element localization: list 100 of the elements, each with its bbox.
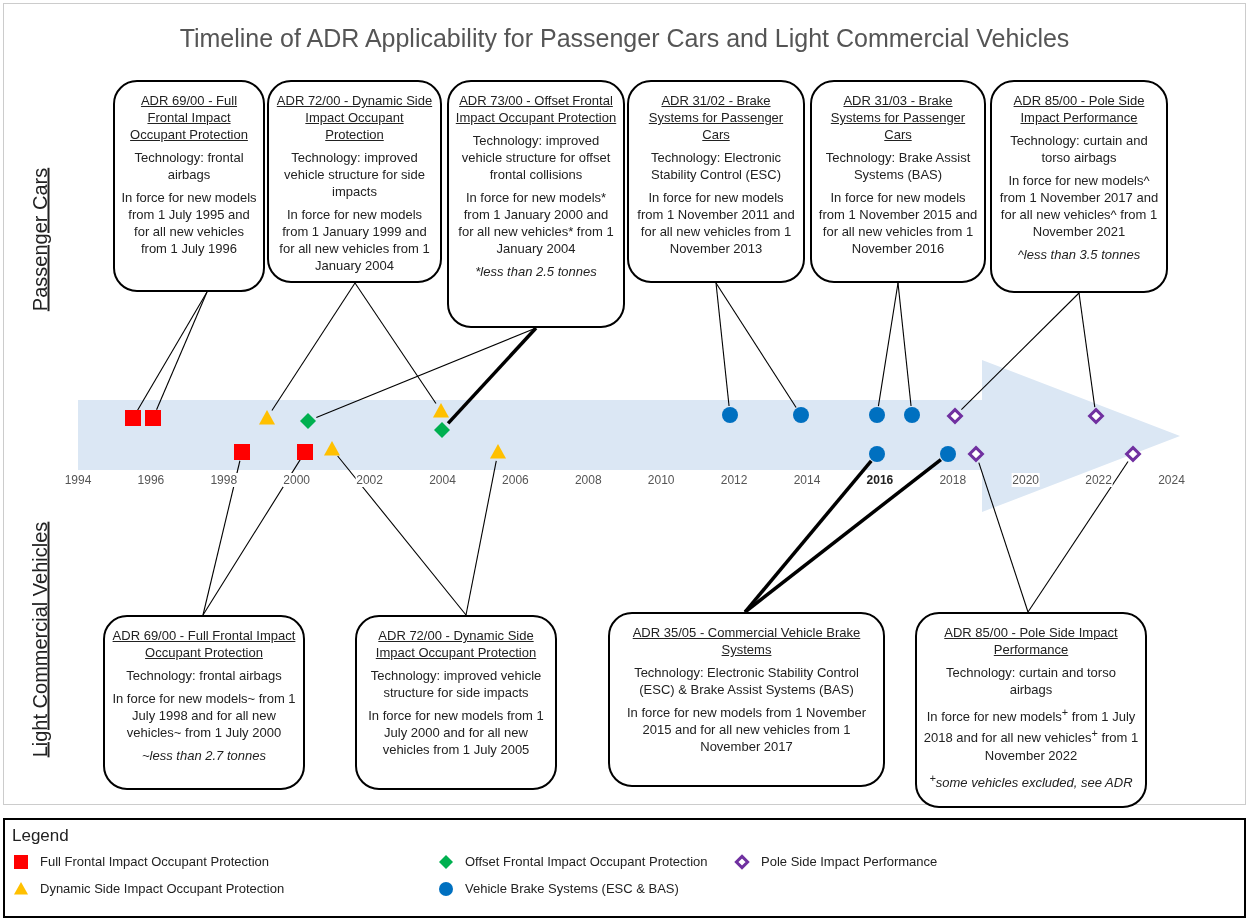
leader-line	[202, 460, 241, 616]
legend-text: Dynamic Side Impact Occupant Protection	[40, 880, 285, 898]
chart-title: Timeline of ADR Applicability for Passenger Cars and Light Commercial Vehicles	[178, 23, 1071, 54]
circle-marker	[940, 446, 956, 462]
legend-text: Offset Frontal Impact Occupant Protection	[465, 853, 708, 871]
rule-callout-box	[627, 80, 805, 283]
technology-text: Technology: Electronic Stability Control (ESC) & Brake Assist Systems (BAS)	[633, 664, 860, 698]
leader-line	[354, 282, 437, 405]
diamond-marker	[946, 407, 964, 425]
year-tick-label: 2004	[428, 473, 457, 487]
rule-callout-box	[447, 80, 625, 328]
year-tick-label: 2016	[865, 473, 895, 487]
footnote-text: $^{+}$some vehicles excluded, see ADR	[928, 770, 1134, 791]
technology-text: Technology: improved vehicle structure for side impacts	[369, 667, 543, 701]
rule-heading: ADR 85/00 - Pole Side Impact Performance	[943, 624, 1119, 658]
leader-line	[465, 460, 497, 616]
rule-heading: ADR 69/00 - Full Frontal Impact Occupant Protection	[129, 92, 249, 143]
technology-text: Technology: Electronic Stability Control (ESC)	[649, 149, 783, 183]
in-force-text: In force for new models$^{+}$ from 1 July 2018 and for all new vehicles$^{+}$ from 1 November 2022	[923, 705, 1139, 764]
rule-callout-box	[267, 80, 442, 283]
square-marker	[234, 444, 250, 460]
leader-line	[1027, 460, 1129, 613]
rule-heading: ADR 85/00 - Pole Side Impact Performance	[1012, 92, 1146, 126]
rule-heading: ADR 72/00 - Dynamic Side Impact Occupant Protection	[275, 92, 434, 143]
square-marker	[125, 410, 141, 426]
diamond-marker	[434, 422, 450, 438]
leader-line	[271, 282, 356, 411]
year-tick-label: 2010	[646, 473, 676, 487]
technology-text: Technology: Brake Assist Systems (BAS)	[824, 149, 972, 183]
year-tick-label: 1998	[209, 473, 239, 487]
rule-heading: ADR 69/00 - Full Frontal Impact Occupant Protection	[111, 627, 297, 661]
in-force-text: In force for new models from 1 July 1995 and for all new vehicles from 1 July 1996	[121, 189, 257, 257]
footnote-text: *less than 2.5 tonnes	[474, 263, 598, 280]
year-tick-label: 2012	[719, 473, 749, 487]
diamond-marker	[967, 445, 985, 463]
triangle-marker	[433, 403, 449, 418]
triangle-marker	[490, 444, 506, 459]
rule-callout-box	[608, 612, 885, 787]
leader-line	[715, 282, 797, 408]
year-tick-label: 2022	[1084, 473, 1113, 487]
square-marker	[297, 444, 313, 460]
square-marker	[145, 410, 161, 426]
year-tick-label: 2002	[355, 473, 384, 487]
leader-line	[877, 282, 899, 407]
in-force-text: In force for new models from 1 July 2000 and for all new vehicles from 1 July 2005	[367, 707, 545, 758]
rule-callout-box	[103, 615, 305, 790]
year-tick-label: 2006	[501, 473, 530, 487]
leader-line	[960, 292, 1080, 411]
leader-line	[137, 291, 208, 411]
diamond-marker	[1087, 407, 1105, 425]
in-force-text: In force for new models from 1 November 2015 and for all new vehicles from 1 November 2016	[818, 189, 978, 257]
leader-line	[202, 459, 301, 616]
leader-line	[446, 326, 538, 425]
leader-line	[1078, 292, 1096, 408]
legend-text: Pole Side Impact Performance	[761, 853, 938, 871]
legend-text: Full Frontal Impact Occupant Protection	[40, 853, 270, 871]
rule-callout-box	[355, 615, 557, 790]
rule-heading: ADR 35/05 - Commercial Vehicle Brake Systems	[631, 624, 862, 658]
triangle-marker	[324, 441, 340, 456]
leader-line	[156, 291, 208, 411]
legend-text: Vehicle Brake Systems (ESC & BAS)	[465, 880, 679, 898]
legend-title: Legend	[12, 826, 69, 846]
year-tick-label: 2000	[282, 473, 312, 487]
in-force-text: In force for new models* from 1 January 2000 and for all new vehicles* from 1 January 2004	[457, 189, 615, 257]
diamond-marker	[1124, 445, 1142, 463]
technology-text: Technology: frontal airbags	[133, 149, 245, 183]
rule-heading: ADR 72/00 - Dynamic Side Impact Occupant Protection	[374, 627, 538, 661]
footnote-text: ^less than 3.5 tonnes	[1016, 246, 1142, 263]
technology-text: Technology: curtain and torso airbags	[945, 664, 1117, 698]
circle-marker	[904, 407, 920, 423]
circle-marker	[793, 407, 809, 423]
year-tick-label: 2014	[792, 473, 822, 487]
in-force-text: In force for new models from 1 November 2015 and for all new vehicles from 1 November 2017	[625, 704, 868, 755]
footnote-text: ~less than 2.7 tonnes	[141, 747, 267, 764]
in-force-text: In force for new models from 1 January 1999 and for all new vehicles from 1 January 2004	[278, 206, 431, 274]
rule-callout-box	[990, 80, 1168, 293]
year-tick-label: 2024	[1157, 473, 1186, 487]
in-force-text: In force for new models from 1 November 2011 and for all new vehicles from 1 November 2013	[636, 189, 796, 257]
technology-text: Technology: curtain and torso airbags	[1009, 132, 1149, 166]
rule-heading: ADR 31/02 - Brake Systems for Passenger Cars	[647, 92, 785, 143]
in-force-text: In force for new models~ from 1 July 1998 and for all new vehicles~ from 1 July 2000	[111, 690, 297, 741]
rule-callout-box	[810, 80, 986, 283]
year-tick-label: 1996	[136, 473, 166, 487]
year-tick-label: 2020	[1011, 473, 1041, 487]
triangle-marker	[259, 410, 275, 425]
leader-line	[715, 282, 730, 407]
row-label: Light Commercial Vehicles	[28, 520, 52, 760]
row-label: Passenger Cars	[28, 166, 52, 314]
rule-callout-box	[113, 80, 265, 292]
circle-marker	[869, 446, 885, 462]
circle-marker	[722, 407, 738, 423]
rule-callout-box	[915, 612, 1147, 808]
leader-line	[337, 455, 467, 616]
circle-marker	[869, 407, 885, 423]
leader-line	[743, 459, 873, 614]
rule-heading: ADR 31/03 - Brake Systems for Passenger Cars	[829, 92, 967, 143]
technology-text: Technology: improved vehicle structure for offset frontal collisions	[460, 132, 612, 183]
rule-heading: ADR 73/00 - Offset Frontal Impact Occupant Protection	[455, 92, 617, 126]
leader-line	[897, 282, 912, 407]
leader-line	[743, 458, 942, 614]
